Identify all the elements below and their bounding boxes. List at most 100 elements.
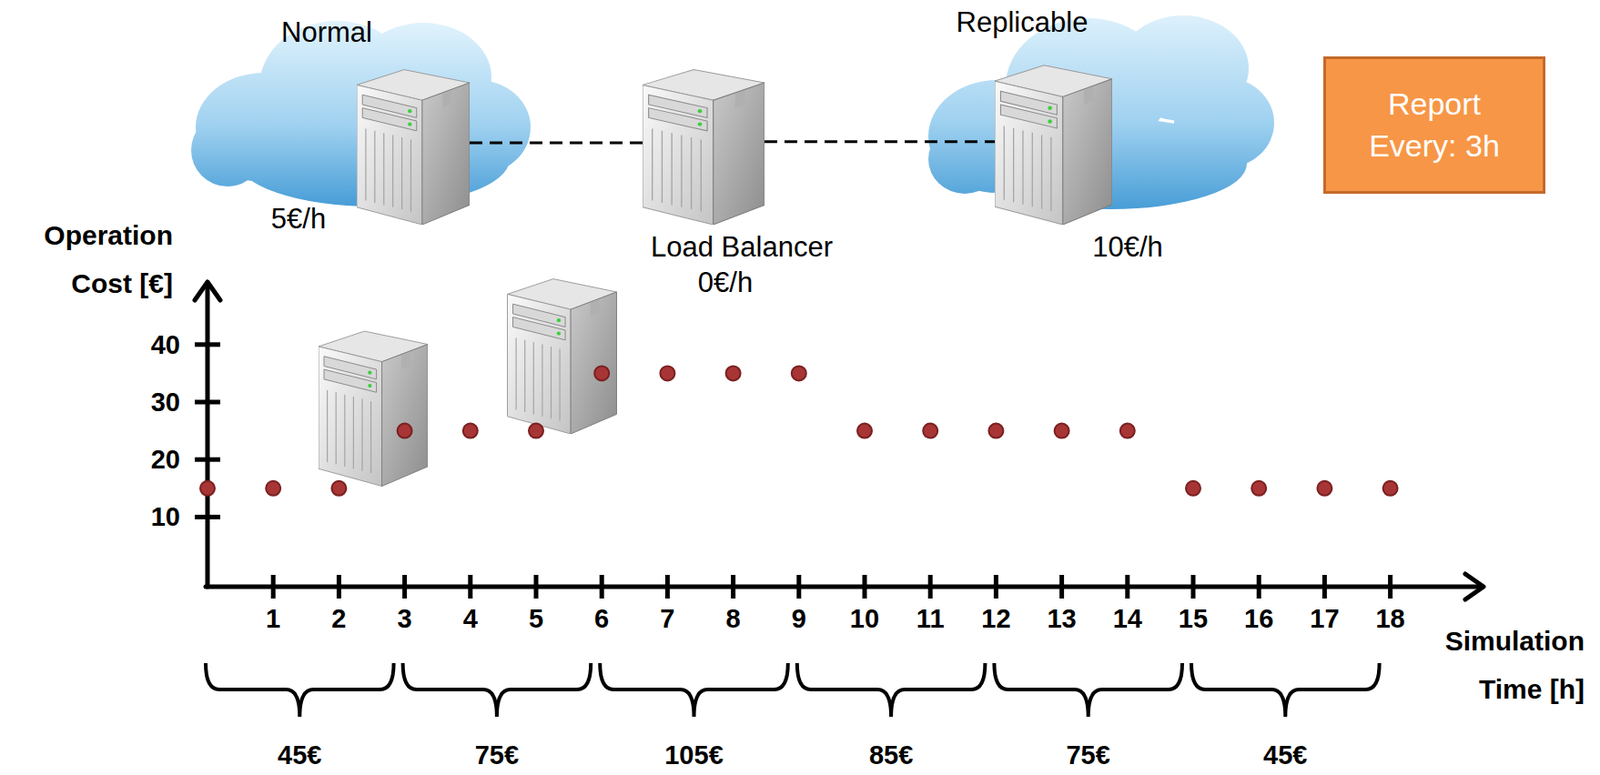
axis-title: Operation Cost [€] <box>9 211 173 308</box>
x-tick <box>534 575 539 599</box>
report-note: Report Every: 3h <box>1323 56 1546 194</box>
cost-dot <box>1120 424 1135 439</box>
x-tick-label: 18 <box>1375 604 1405 635</box>
server-node: Normal5€/h <box>356 60 470 225</box>
node-name: Load Balancer <box>650 231 833 264</box>
x-tick-label: 1 <box>265 604 281 635</box>
hourly-cost: 5€/h <box>271 202 326 236</box>
dashed-link <box>469 141 643 145</box>
x-tick-label: 6 <box>594 604 609 635</box>
period-cost: 105€ <box>664 740 724 771</box>
x-tick <box>928 575 933 599</box>
cost-dot <box>1185 481 1201 497</box>
period-braces <box>205 663 1380 718</box>
cost-dot <box>1251 481 1266 497</box>
cost-dot <box>791 365 807 381</box>
cost-dot <box>1316 481 1332 497</box>
x-tick <box>336 575 342 599</box>
period-cost: 75€ <box>475 740 519 771</box>
x-tick <box>1322 575 1327 599</box>
x-tick <box>1124 575 1130 599</box>
x-tick <box>467 575 473 599</box>
node-name: Normal <box>281 16 373 50</box>
x-tick <box>1256 575 1262 599</box>
note-text: Report Every: 3h <box>1347 83 1521 168</box>
period-cost: 45€ <box>1263 740 1307 771</box>
x-tick-label: 5 <box>528 604 544 635</box>
y-tick-label: 30 <box>151 387 181 418</box>
cost-dot <box>726 365 741 381</box>
cost-dot <box>988 424 1003 439</box>
cost-dot <box>200 481 215 497</box>
server-icon <box>318 331 428 487</box>
cost-dot <box>594 365 609 381</box>
x-tick-label: 16 <box>1244 604 1274 635</box>
dashed-link <box>764 140 995 143</box>
x-tick-label: 11 <box>916 604 945 635</box>
cost-dot <box>1054 424 1070 439</box>
brace <box>403 663 592 718</box>
server-icon <box>994 56 1113 225</box>
x-tick <box>665 575 670 599</box>
brace <box>1191 663 1380 718</box>
x-tick-label: 4 <box>463 604 478 635</box>
cost-dot <box>659 365 675 381</box>
y-tick-label: 20 <box>151 445 181 476</box>
y-tick <box>194 457 221 463</box>
server-graphic <box>642 70 765 225</box>
x-tick-label: 13 <box>1046 604 1076 635</box>
server-icon <box>507 279 618 435</box>
cost-dot <box>331 481 346 497</box>
x-tick-label: 7 <box>659 604 675 635</box>
server-icon <box>642 60 765 225</box>
x-tick <box>271 575 276 599</box>
cost-dot <box>528 424 544 439</box>
period-cost: 85€ <box>869 740 913 771</box>
x-tick-label: 14 <box>1113 604 1143 635</box>
y-tick <box>194 342 221 347</box>
x-tick-label: 2 <box>331 604 346 635</box>
x-tick-label: 15 <box>1178 604 1208 635</box>
y-tick <box>194 400 221 406</box>
cost-dot <box>857 424 872 439</box>
hourly-cost: 0€/h <box>698 266 753 300</box>
brace <box>599 663 789 718</box>
x-tick <box>862 575 868 599</box>
x-tick-label: 9 <box>791 604 807 635</box>
server-icon <box>356 60 470 225</box>
y-tick-label: 10 <box>151 502 181 533</box>
period-cost: 45€ <box>277 740 322 771</box>
tick-marks <box>194 344 1391 599</box>
brace <box>993 663 1183 718</box>
cost-dot <box>922 424 938 439</box>
x-tick <box>1191 575 1196 599</box>
x-tick-label: 3 <box>397 604 413 635</box>
axis-title: Simulation Time [h] <box>1411 617 1585 714</box>
x-tick <box>1387 575 1393 599</box>
server-node: Load Balancer0€/h <box>642 60 765 225</box>
y-tick <box>194 515 221 520</box>
period-cost: 75€ <box>1065 740 1110 771</box>
x-tick <box>796 575 801 599</box>
x-tick-label: 12 <box>981 604 1011 635</box>
x-tick <box>402 575 407 599</box>
cost-points <box>200 365 1398 496</box>
x-tick-label: 17 <box>1309 604 1339 635</box>
brace <box>797 663 986 718</box>
server-graphic <box>356 70 470 225</box>
axes <box>194 282 1484 600</box>
x-tick <box>1059 575 1064 599</box>
cost-dot <box>1383 481 1398 497</box>
y-tick-label: 40 <box>151 329 181 360</box>
server-graphic <box>994 65 1113 225</box>
brace <box>205 663 395 718</box>
x-tick-label: 8 <box>726 604 741 635</box>
hourly-cost: 10€/h <box>1092 231 1164 264</box>
cost-dot <box>265 481 281 497</box>
x-tick <box>730 575 736 599</box>
x-tick-label: 10 <box>850 604 880 635</box>
cost-dot <box>397 424 413 439</box>
server-node: Replicable10€/h <box>994 56 1113 225</box>
x-tick <box>599 575 605 599</box>
